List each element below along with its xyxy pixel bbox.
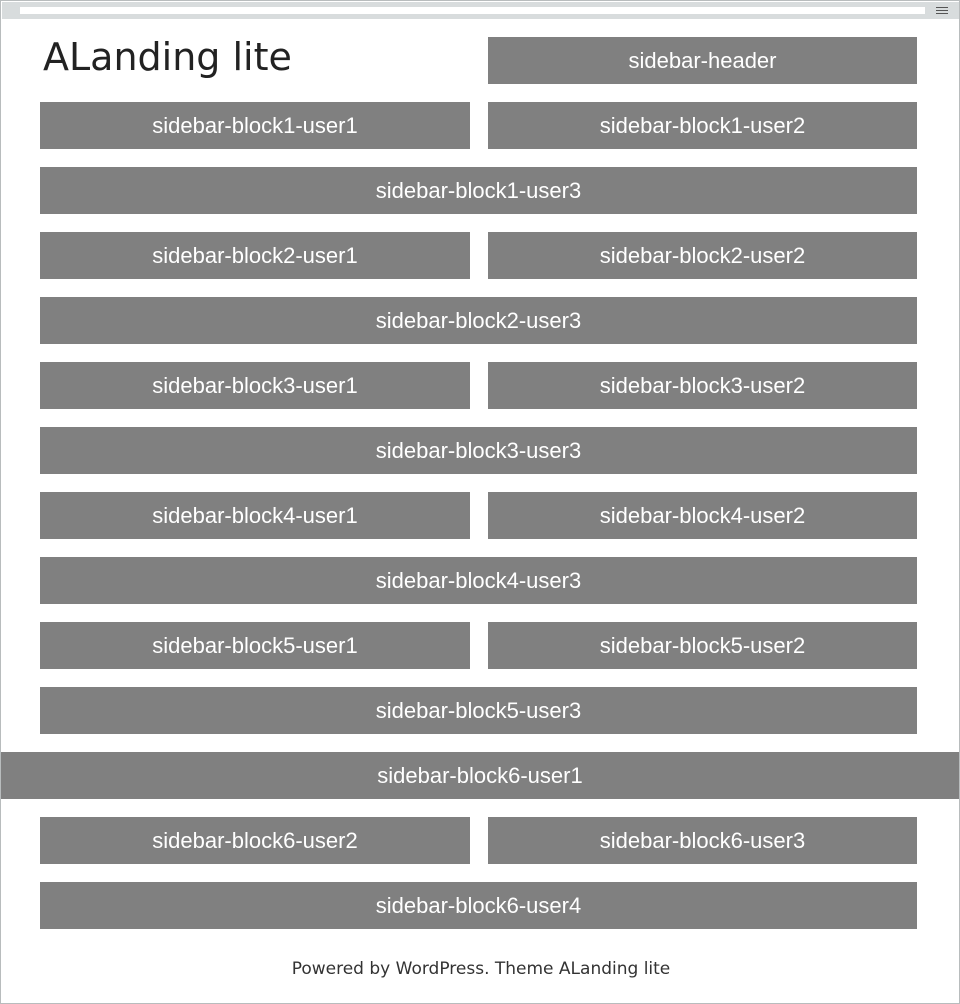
sidebar-block1-user2-widget: sidebar-block1-user2 xyxy=(488,102,917,149)
sidebar-block4-user1-widget: sidebar-block4-user1 xyxy=(40,492,470,539)
sidebar-block1-user1-widget: sidebar-block1-user1 xyxy=(40,102,470,149)
sidebar-block3-user2-widget: sidebar-block3-user2 xyxy=(488,362,917,409)
sidebar-block4-user2-widget: sidebar-block4-user2 xyxy=(488,492,917,539)
top-bar-track xyxy=(20,7,925,14)
site-title[interactable]: ALanding lite xyxy=(43,35,292,79)
site-footer-credit: Powered by WordPress. Theme ALanding lit… xyxy=(291,959,671,979)
sidebar-block1-user3-widget: sidebar-block1-user3 xyxy=(40,167,917,214)
hamburger-menu-icon[interactable] xyxy=(936,5,950,17)
sidebar-block2-user3-widget: sidebar-block2-user3 xyxy=(40,297,917,344)
sidebar-block2-user1-widget: sidebar-block2-user1 xyxy=(40,232,470,279)
sidebar-block6-user2-widget: sidebar-block6-user2 xyxy=(40,817,470,864)
sidebar-block6-user4-widget: sidebar-block6-user4 xyxy=(40,882,917,929)
top-bar xyxy=(2,2,959,19)
sidebar-block5-user3-widget: sidebar-block5-user3 xyxy=(40,687,917,734)
sidebar-block6-user1-widget: sidebar-block6-user1 xyxy=(1,752,959,799)
sidebar-block3-user3-widget: sidebar-block3-user3 xyxy=(40,427,917,474)
sidebar-block6-user3-widget: sidebar-block6-user3 xyxy=(488,817,917,864)
sidebar-block2-user2-widget: sidebar-block2-user2 xyxy=(488,232,917,279)
sidebar-block4-user3-widget: sidebar-block4-user3 xyxy=(40,557,917,604)
sidebar-block5-user1-widget: sidebar-block5-user1 xyxy=(40,622,470,669)
sidebar-block3-user1-widget: sidebar-block3-user1 xyxy=(40,362,470,409)
sidebar-block5-user2-widget: sidebar-block5-user2 xyxy=(488,622,917,669)
sidebar-header-widget: sidebar-header xyxy=(488,37,917,84)
